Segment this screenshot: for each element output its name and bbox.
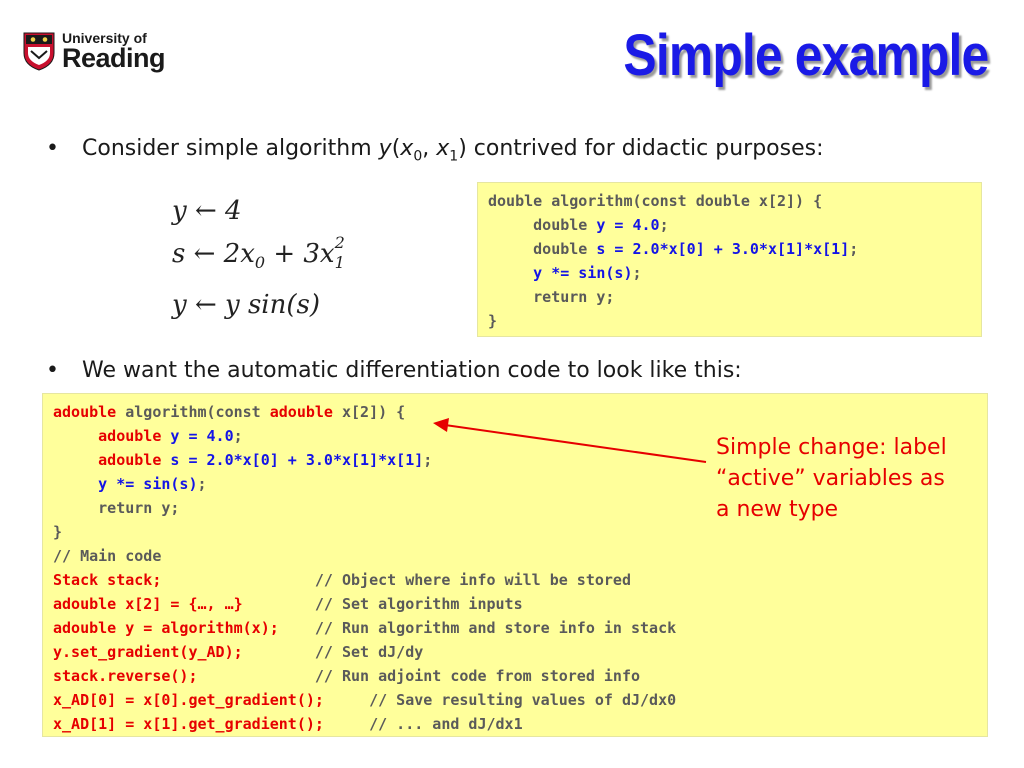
equation-line: y ← 4 [172,196,242,226]
reading-label: Reading [62,43,166,73]
crest-icon [23,32,55,71]
annotation-note: Simple change: label “active” variables … [716,435,947,522]
code-text: double algorithm(const double x[2]) { do… [488,192,859,330]
code-block-adouble: adouble algorithm(const adouble x[2]) { … [42,393,988,737]
bullet-want: •We want the automatic differentiation c… [46,358,742,383]
university-logo: University of Reading [22,28,166,76]
bullet-consider: •Consider simple algorithm y(x0, x1) con… [46,136,824,165]
equation-line: y ← y sin(s) [172,290,320,321]
bullet-dot: • [46,358,59,383]
code-text: adouble algorithm(const adouble x[2]) { … [53,403,677,733]
code-block-double: double algorithm(const double x[2]) { do… [477,182,982,337]
university-label: University of [62,30,147,46]
bullet-dot: • [46,136,59,161]
slide-title: Simple example [622,23,989,88]
